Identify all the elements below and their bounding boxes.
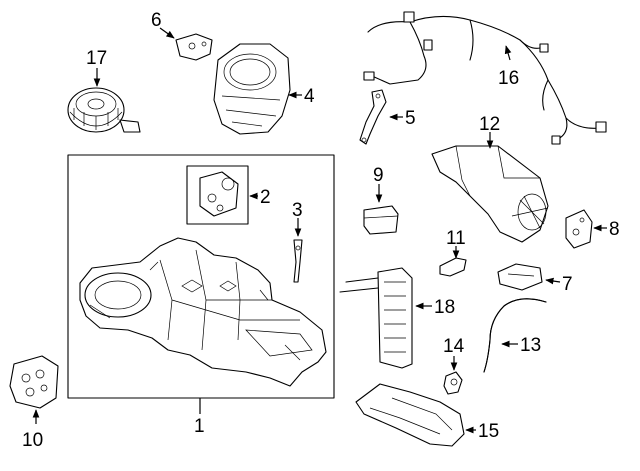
part-17-blower-motor: [67, 87, 141, 133]
part-3-bracket: [293, 239, 303, 283]
part-1-hvac-housing: [67, 154, 335, 399]
callout-14: 14: [443, 336, 465, 357]
part-9-actuator: [363, 205, 399, 235]
part-13-hose: [483, 298, 547, 373]
part-14-fitting: [443, 371, 463, 395]
part-4-blower-housing: [213, 43, 291, 135]
callout-9: 9: [373, 165, 384, 186]
callout-6: 6: [151, 10, 162, 31]
part-7-actuator: [497, 263, 543, 291]
callout-7: 7: [562, 274, 573, 295]
callout-4: 4: [304, 86, 315, 107]
part-10-resistor: [9, 355, 59, 409]
callout-8: 8: [609, 219, 620, 240]
callout-5: 5: [405, 108, 416, 129]
part-16-wiring-harness: [363, 11, 607, 145]
part-18-heater-core: [339, 267, 413, 369]
callout-10: 10: [22, 430, 43, 451]
callout-16: 16: [498, 68, 519, 89]
callout-17: 17: [86, 48, 107, 69]
callout-18: 18: [434, 297, 455, 318]
part-5-bracket: [359, 89, 387, 145]
callout-13: 13: [520, 335, 541, 356]
part-6-bracket: [175, 33, 213, 61]
part-15-drain-tray: [355, 383, 465, 447]
part-2-expansion-valve: [186, 165, 249, 225]
part-11-clip: [439, 257, 467, 277]
callout-15: 15: [478, 421, 499, 442]
callout-1: 1: [194, 416, 205, 437]
part-12-air-duct: [431, 145, 549, 243]
callout-11: 11: [446, 228, 466, 249]
part-8-actuator: [565, 209, 593, 249]
callout-2: 2: [260, 187, 271, 208]
callout-3: 3: [292, 200, 303, 221]
callout-12: 12: [479, 114, 500, 135]
